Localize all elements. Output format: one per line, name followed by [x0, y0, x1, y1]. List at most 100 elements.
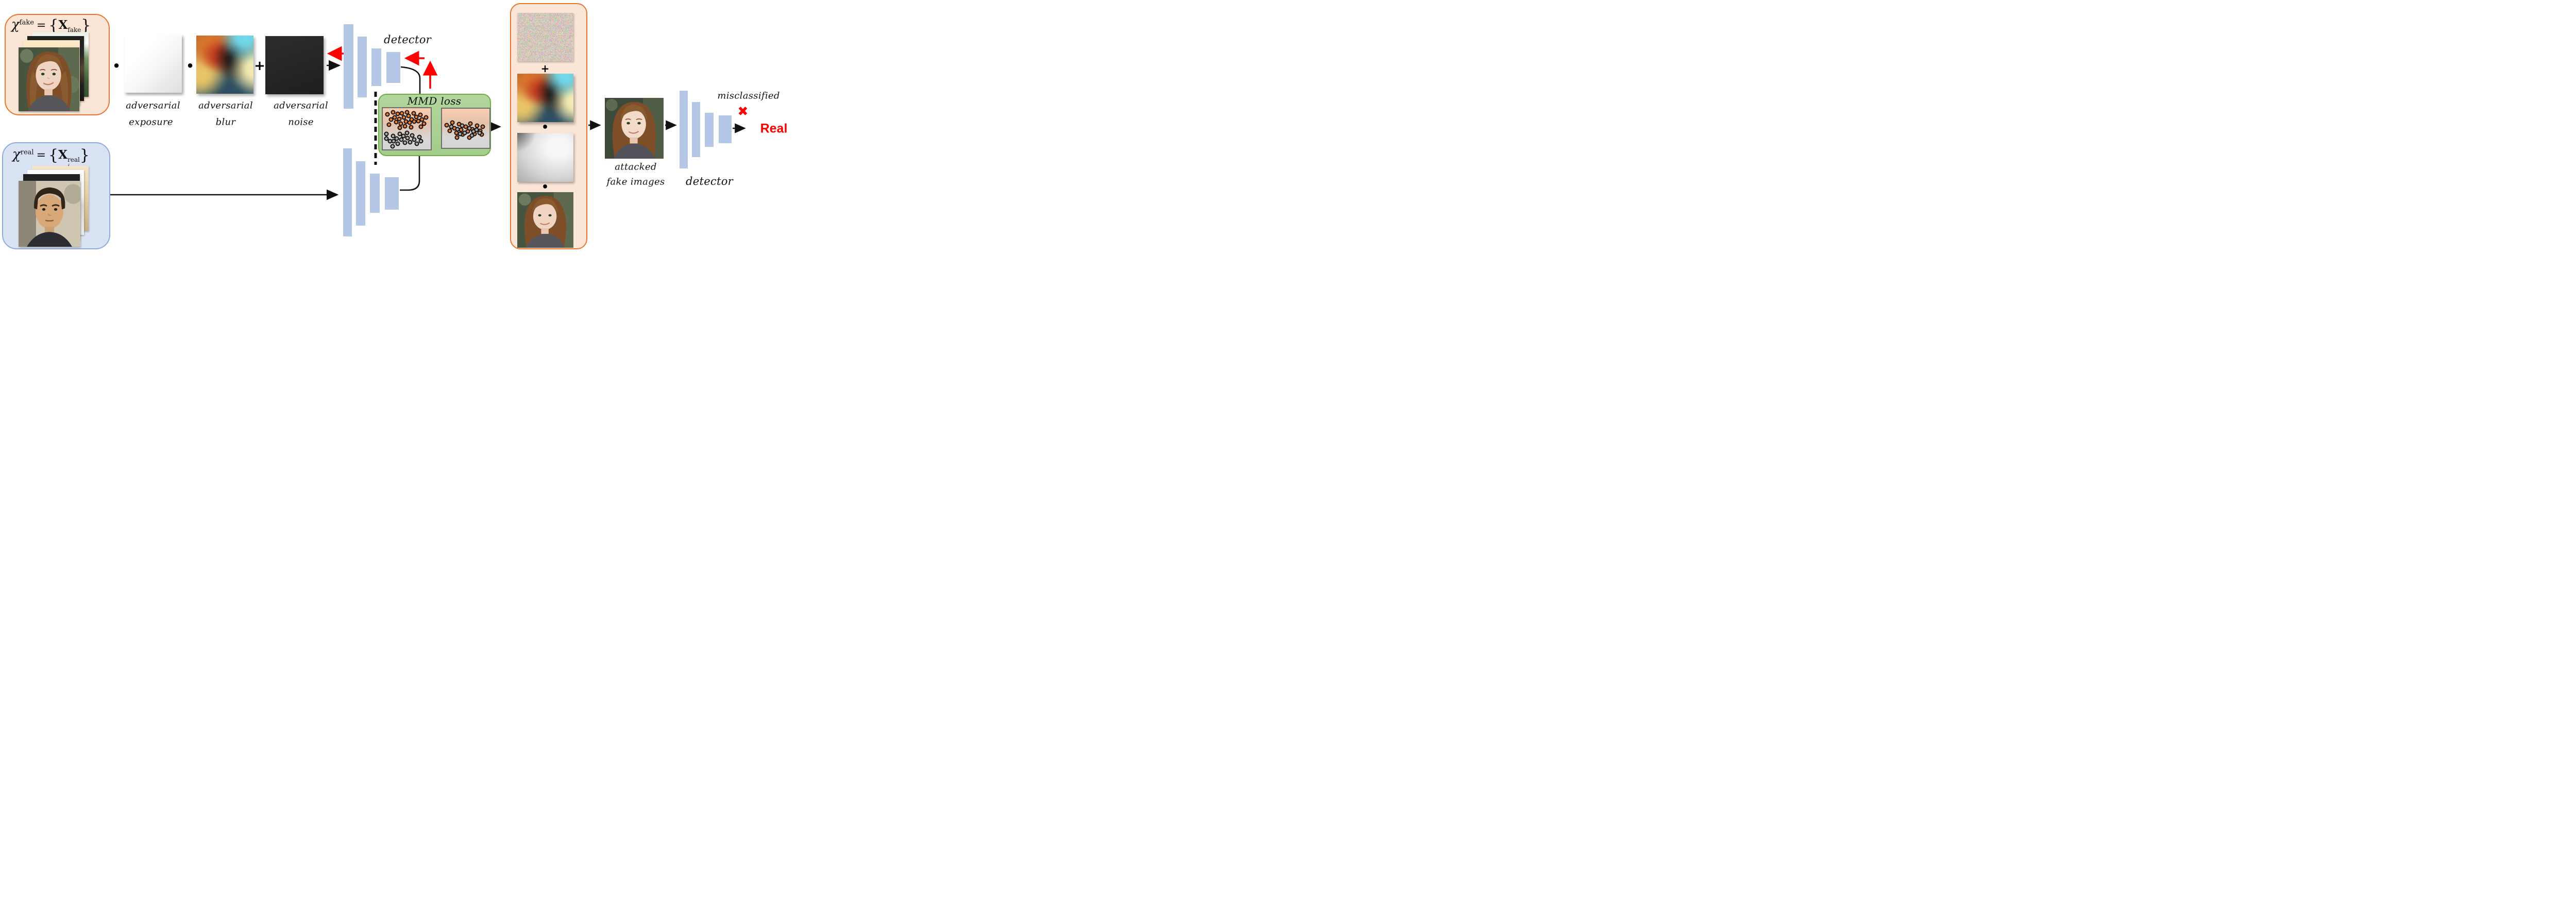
mmd-scatter-after [441, 108, 490, 149]
rgb-noise-texture [517, 13, 573, 61]
scatter-dot-orange [467, 135, 472, 140]
adversarial-exposure-image [124, 35, 182, 93]
scatter-dot-gray [391, 139, 396, 144]
noise-perturbation-image [517, 13, 573, 61]
scatter-dot-orange [388, 117, 394, 122]
scatter-dot-orange [397, 125, 402, 130]
real-prediction-label: Real [760, 121, 788, 136]
scatter-dot-gray [404, 130, 409, 135]
scatter-dot-orange [406, 113, 411, 118]
scatter-dot-orange [401, 115, 406, 120]
man-face-illustration [19, 181, 80, 247]
fake-face-image [19, 47, 79, 111]
link-bottomdetector-to-mmd [400, 156, 420, 191]
plus-operator-2: + [540, 62, 550, 75]
bottom-detector-layer-3 [370, 174, 380, 213]
fake-face-image-small [517, 192, 573, 248]
top-detector-layer-1 [344, 24, 353, 109]
plus-operator-1: + [254, 58, 265, 74]
red-x-icon: ✖ [737, 104, 749, 119]
scatter-dot-orange [409, 117, 414, 122]
attacked-label-line1: attacked [615, 161, 657, 173]
scatter-dot-gray [384, 131, 389, 137]
scatter-dot-orange [418, 112, 423, 117]
scatter-dot-gray [384, 136, 389, 141]
multiply-dot-operator-1: • [112, 59, 121, 73]
scatter-dot-orange [394, 120, 399, 125]
scatter-dot-gray [395, 141, 400, 146]
adversarial-exposure-label-line2: exposure [129, 116, 173, 128]
top-detector-layer-2 [358, 37, 367, 97]
scatter-dot-gray [418, 139, 423, 144]
scatter-dot-orange [418, 124, 423, 129]
fake-set-formula: χfake={Xfakej} [11, 16, 91, 40]
attacked-label-line2: fake images [606, 176, 665, 188]
adversarial-noise-image [265, 36, 324, 94]
scatter-dot-orange [421, 121, 427, 126]
blur-perturbation-image [517, 74, 573, 122]
adversarial-blur-label-line2: blur [215, 116, 236, 128]
scatter-dot-gray [457, 131, 463, 137]
scatter-dot-orange [423, 115, 429, 120]
scatter-dot-orange [386, 122, 392, 127]
exposure-perturbation-image [517, 133, 573, 182]
right-detector-layer-2 [692, 102, 700, 157]
scatter-dot-orange [391, 110, 396, 115]
scatter-dot-orange [411, 111, 416, 116]
scatter-dot-gray [410, 133, 415, 138]
misclassified-label: misclassified [717, 90, 780, 101]
bottom-detector-layer-1 [343, 148, 352, 236]
top-detector-layer-4 [386, 52, 400, 83]
scatter-dot-gray [414, 141, 419, 146]
scatter-dot-gray [467, 126, 472, 131]
scatter-dot-gray [474, 127, 479, 132]
figure-canvas: χfake={Xfakej} χreal={Xrealj} [0, 0, 791, 251]
right-detector-layer-3 [705, 113, 714, 147]
multiply-dot-operator-2: • [186, 59, 194, 73]
bottom-detector-layer-4 [385, 177, 399, 210]
real-face-image [19, 181, 80, 247]
scatter-dot-orange [402, 124, 408, 129]
adversarial-noise-label-line2: noise [288, 116, 314, 128]
scatter-dot-gray [394, 136, 399, 141]
woman-face-illustration-small [517, 192, 573, 248]
scatter-dot-orange [395, 111, 400, 116]
scatter-dot-gray [449, 124, 454, 129]
scatter-dot-gray [469, 133, 474, 138]
multiply-dot-operator-4: • [541, 181, 549, 194]
attacked-woman-face-illustration [605, 98, 664, 159]
scatter-dot-gray [477, 130, 482, 135]
scatter-dot-orange [480, 124, 485, 129]
mmd-loss-title: MMD loss [407, 95, 462, 107]
scatter-dot-gray [412, 137, 417, 142]
scatter-dot-gray [390, 144, 395, 149]
real-set-formula: χreal={Xrealj} [12, 146, 90, 169]
scatter-dot-orange [444, 123, 449, 128]
mmd-scatter-before [382, 107, 432, 150]
adversarial-blur-label-line1: adversarial [198, 100, 253, 111]
link-topdetector-to-mmd [400, 66, 421, 94]
scatter-dot-orange [392, 115, 397, 120]
scatter-dot-gray [397, 131, 402, 137]
scatter-dot-gray [462, 130, 467, 135]
adversarial-noise-label-line1: adversarial [274, 100, 328, 111]
scatter-dot-gray [460, 123, 465, 128]
scatter-dot-gray [455, 127, 460, 132]
scatter-dot-orange [397, 116, 402, 122]
scatter-dot-gray [408, 140, 413, 145]
scatter-dot-gray [401, 133, 406, 139]
scatter-dot-orange [409, 125, 414, 130]
woman-face-illustration [19, 47, 79, 111]
top-detector-label: detector [383, 33, 432, 46]
scatter-dot-gray [405, 135, 410, 141]
multiply-dot-operator-3: • [541, 121, 549, 134]
scatter-dot-gray [391, 133, 396, 139]
adversarial-exposure-label-line1: adversarial [126, 100, 180, 111]
scatter-dot-orange [454, 135, 460, 140]
top-detector-layer-3 [371, 48, 381, 86]
bottom-detector-layer-2 [356, 161, 365, 226]
right-detector-label: detector [685, 175, 734, 188]
scatter-dot-orange [468, 121, 473, 126]
scatter-dot-orange [385, 112, 390, 117]
scatter-dot-gray [402, 140, 408, 145]
